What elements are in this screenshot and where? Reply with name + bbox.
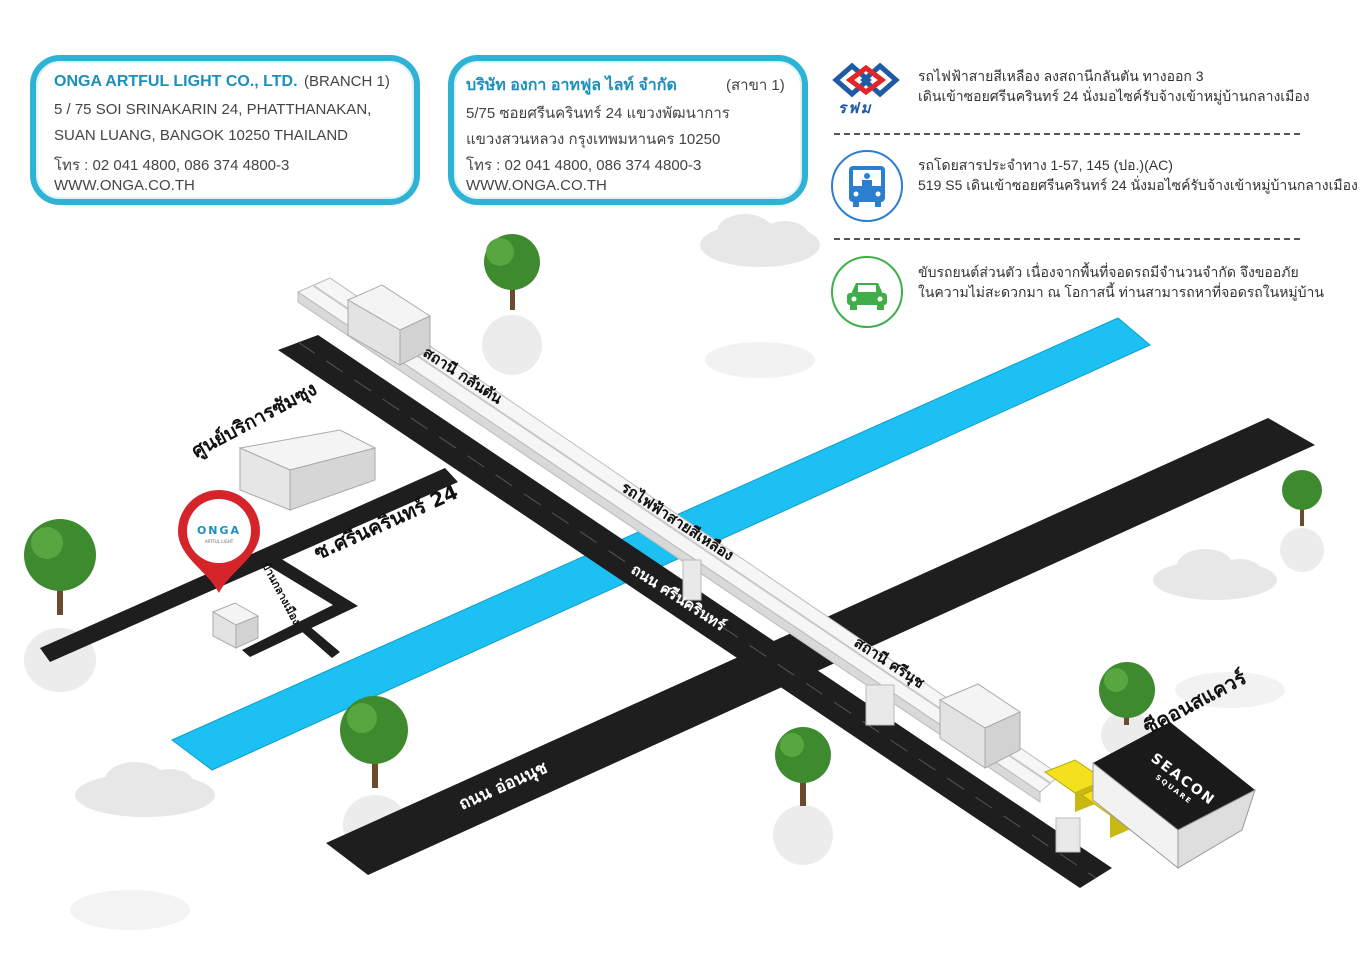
divider <box>834 133 1300 135</box>
service-center-building <box>238 429 377 511</box>
website-link[interactable]: WWW.ONGA.CO.TH <box>466 177 607 194</box>
mrta-logo-text: รฟม <box>838 99 873 117</box>
company-name-th: บริษัท องกา อาทฟูล ไลท์ จำกัด <box>466 77 677 94</box>
company-name-en: ONGA ARTFUL LIGHT CO., LTD. <box>54 73 298 90</box>
train-icon <box>832 62 900 98</box>
phone-line: โทร : 02 041 4800, 086 374 4800-3 <box>54 157 290 174</box>
pin-sub: ARTFUL LIGHT <box>205 539 234 544</box>
mrta-logo: รฟม <box>826 58 906 117</box>
phone-line: โทร : 02 041 4800, 086 374 4800-3 <box>466 157 702 174</box>
car-directions-line2: ในความไม่สะดวกมา ณ โอกาสนี้ ท่านสามารถหา… <box>918 284 1324 300</box>
soi-road <box>40 468 458 662</box>
bus-directions-line2: 519 S5 เดินเข้าซอยศรีนครินทร์ 24 นั่งมอไ… <box>918 177 1358 193</box>
kalantan-station <box>346 284 432 366</box>
pin-brand: ONGA <box>197 524 241 537</box>
bus-icon-circle <box>831 150 903 222</box>
car-icon-circle <box>831 256 903 328</box>
cloud-decoration <box>70 214 1285 930</box>
train-directions-line2: เดินเข้าซอยศรีนครินทร์ 24 นั่งมอไซค์รับจ… <box>918 88 1310 104</box>
car-icon <box>847 283 887 310</box>
address-line: 5/75 ซอยศรีนครินทร์ 24 แขวงพัฒนาการ <box>466 105 730 122</box>
address-line: 5 / 75 SOI SRINAKARIN 24, PHATTHANAKAN, <box>54 101 372 118</box>
car-directions-line1: ขับรถยนต์ส่วนตัว เนื่องจากพื้นที่จอดรถมี… <box>918 264 1299 280</box>
branch-label-en: (BRANCH 1) <box>304 73 390 90</box>
divider <box>834 238 1300 240</box>
branch-label-th: (สาขา 1) <box>726 77 785 94</box>
train-directions-line1: รถไฟฟ้าสายสีเหลือง ลงสถานีกลันตัน ทางออก… <box>918 68 1204 84</box>
address-card-thai: บริษัท องกา อาทฟูล ไลท์ จำกัด (สาขา 1) 5… <box>448 55 808 205</box>
bus-directions-line1: รถโดยสารประจำทาง 1-57, 145 (ปอ.)(AC) <box>918 157 1173 173</box>
srinakarin-road <box>278 335 1112 888</box>
yellow-line-rail <box>296 277 1081 853</box>
address-line: SUAN LUANG, BANGOK 10250 THAILAND <box>54 127 348 144</box>
website-link[interactable]: WWW.ONGA.CO.TH <box>54 177 195 194</box>
bus-icon <box>849 166 885 207</box>
seacon-square-building <box>1092 722 1256 870</box>
village-lane <box>242 552 358 657</box>
tree-decoration <box>24 234 1322 806</box>
onga-location-pin[interactable]: ONGA ARTFUL LIGHT <box>178 490 260 593</box>
address-card-english: ONGA ARTFUL LIGHT CO., LTD. (BRANCH 1) 5… <box>30 55 420 205</box>
address-line: แขวงสวนหลวง กรุงเทพมหานคร 10250 <box>466 131 721 148</box>
srinut-station <box>938 683 1022 769</box>
village-house <box>211 602 260 649</box>
